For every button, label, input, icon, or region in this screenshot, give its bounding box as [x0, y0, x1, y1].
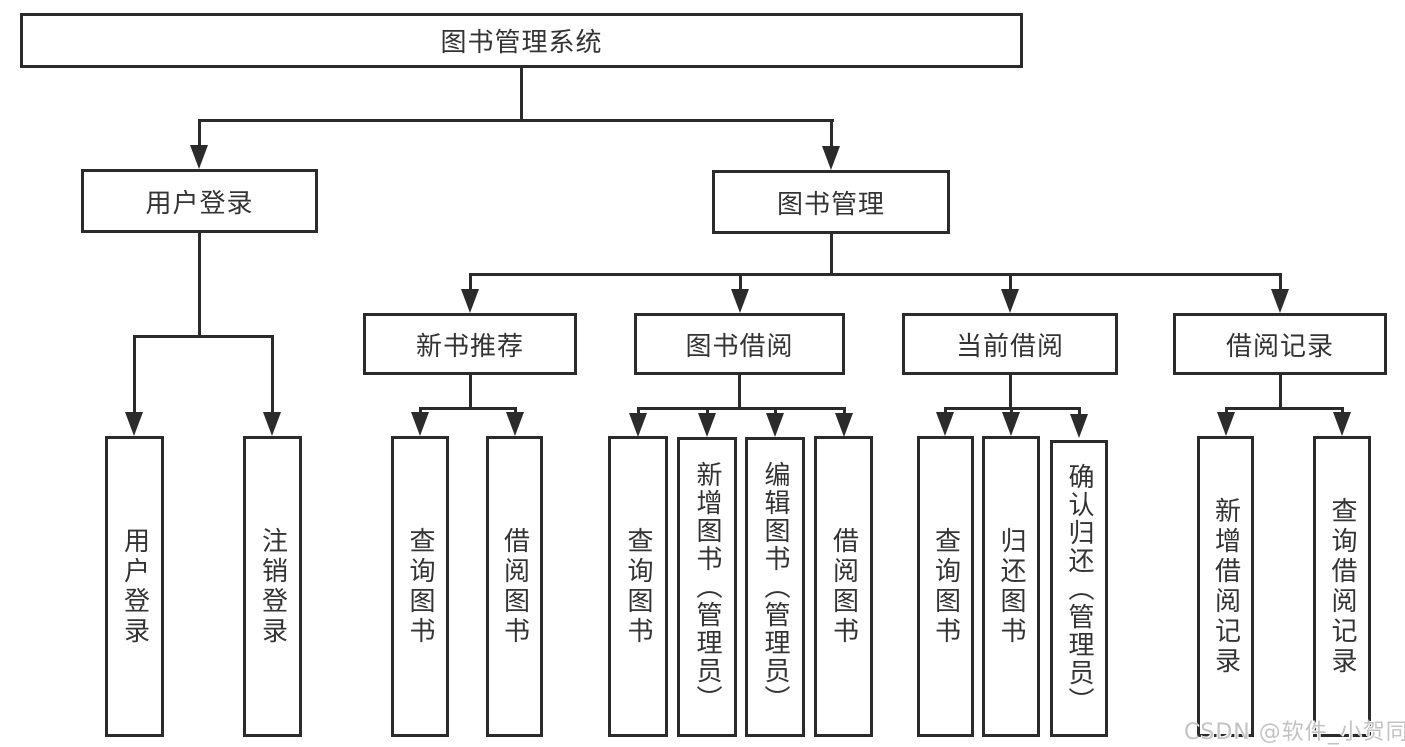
arrow-down-icon [822, 146, 840, 170]
arrow-down-icon [1002, 412, 1020, 436]
leaf-label: 注销登录 [257, 526, 288, 647]
node-borrow-records: 借阅记录 [1173, 313, 1387, 375]
connector-sec2-bus [637, 407, 846, 410]
connector-root-bus [198, 119, 834, 122]
node-book-borrow: 图书借阅 [634, 313, 845, 375]
leaf-label: 查询借阅记录 [1327, 496, 1357, 677]
leaf-current-confirm-return-admin: 确认归还（管理员） [1050, 440, 1108, 737]
node-new-book-recommend: 新书推荐 [363, 313, 577, 375]
node-book-management: 图书管理 [712, 170, 950, 234]
leaf-logout: 注销登录 [243, 436, 302, 737]
node-book-management-label: 图书管理 [776, 189, 885, 220]
connector-sec4-bus [1225, 407, 1344, 410]
connector-book-mgmt-drop [830, 119, 833, 149]
arrow-down-icon [506, 412, 524, 436]
arrow-down-icon [629, 413, 647, 437]
node-root: 图书管理系统 [20, 13, 1023, 68]
leaf-current-query-books: 查询图书 [917, 436, 974, 737]
node-current-borrow: 当前借阅 [902, 313, 1118, 375]
connector-mgmt-stem [830, 234, 833, 276]
node-book-borrow-label: 图书借阅 [685, 331, 794, 362]
leaf-recommend-query-books: 查询图书 [391, 436, 449, 737]
arrow-down-icon [835, 413, 853, 437]
connector-mgmt-bus [469, 273, 1282, 276]
connector-user-leaf2-drop [271, 335, 274, 415]
leaf-label: 确认归还（管理员） [1064, 462, 1094, 715]
connector-sec2-stem [738, 375, 741, 410]
leaf-label: 查询图书 [405, 526, 435, 647]
arrow-down-icon [125, 412, 143, 436]
leaf-label: 借阅图书 [499, 526, 530, 647]
arrow-down-icon [1217, 412, 1235, 436]
connector-drop [843, 407, 846, 417]
connector-sec1-drop [469, 273, 472, 293]
connector-sec2-drop [739, 273, 742, 293]
csdn-watermark: CSDN @软件_小贺同学 [1184, 720, 1405, 745]
connector-drop [774, 407, 777, 417]
connector-user-stem [198, 233, 201, 338]
leaf-label: 查询图书 [623, 526, 653, 647]
leaf-borrow-edit-books-admin: 编辑图书（管理员） [745, 437, 805, 737]
connector-sec4-stem [1279, 375, 1282, 410]
leaf-label: 新增图书（管理员） [692, 461, 722, 713]
leaf-label: 借阅图书 [828, 526, 859, 647]
node-user-login-label: 用户登录 [145, 188, 254, 219]
arrow-down-icon [411, 412, 429, 436]
leaf-label: 查询图书 [930, 526, 961, 647]
leaf-user-login: 用户登录 [105, 436, 164, 737]
connector-user-bus [133, 335, 274, 338]
node-user-login: 用户登录 [81, 169, 318, 233]
leaf-borrow-borrow-books: 借阅图书 [814, 436, 873, 737]
leaf-recommend-borrow-books: 借阅图书 [486, 436, 543, 737]
leaf-current-return-books: 归还图书 [982, 436, 1040, 737]
node-borrow-records-label: 借阅记录 [1225, 331, 1334, 362]
leaf-label: 用户登录 [119, 526, 150, 647]
connector-sec1-bus [419, 407, 517, 410]
connector-sec3-stem [1009, 375, 1012, 410]
connector-drop [1078, 407, 1081, 417]
arrow-down-icon [731, 289, 749, 313]
connector-drop [637, 407, 640, 417]
arrow-down-icon [766, 413, 784, 437]
leaf-label: 编辑图书（管理员） [760, 461, 790, 713]
node-current-borrow-label: 当前借阅 [955, 331, 1064, 362]
connector-sec1-stem [469, 375, 472, 410]
connector-user-login-drop [198, 119, 201, 149]
leaf-borrow-add-books-admin: 新增图书（管理员） [677, 437, 737, 737]
arrow-down-icon [461, 289, 479, 313]
arrow-down-icon [1271, 289, 1289, 313]
arrow-down-icon [263, 412, 281, 436]
leaf-records-query-record: 查询借阅记录 [1313, 436, 1371, 737]
connector-drop [706, 407, 709, 417]
arrow-down-icon [190, 145, 208, 169]
node-root-label: 图书管理系统 [440, 28, 603, 58]
node-new-book-recommend-label: 新书推荐 [415, 331, 524, 362]
arrow-down-icon [698, 413, 716, 437]
connector-user-leaf1-drop [133, 335, 136, 415]
connector-sec3-drop [1009, 273, 1012, 293]
leaf-borrow-query-books: 查询图书 [608, 436, 668, 737]
leaf-label: 新增借阅记录 [1210, 496, 1241, 677]
arrow-down-icon [1333, 412, 1351, 436]
leaf-label: 归还图书 [996, 526, 1026, 647]
arrow-down-icon [1070, 414, 1088, 438]
connector-sec4-drop [1279, 273, 1282, 293]
arrow-down-icon [1001, 289, 1019, 313]
connector-root-stem [520, 68, 523, 122]
arrow-down-icon [936, 412, 954, 436]
leaf-records-add-record: 新增借阅记录 [1197, 436, 1254, 737]
